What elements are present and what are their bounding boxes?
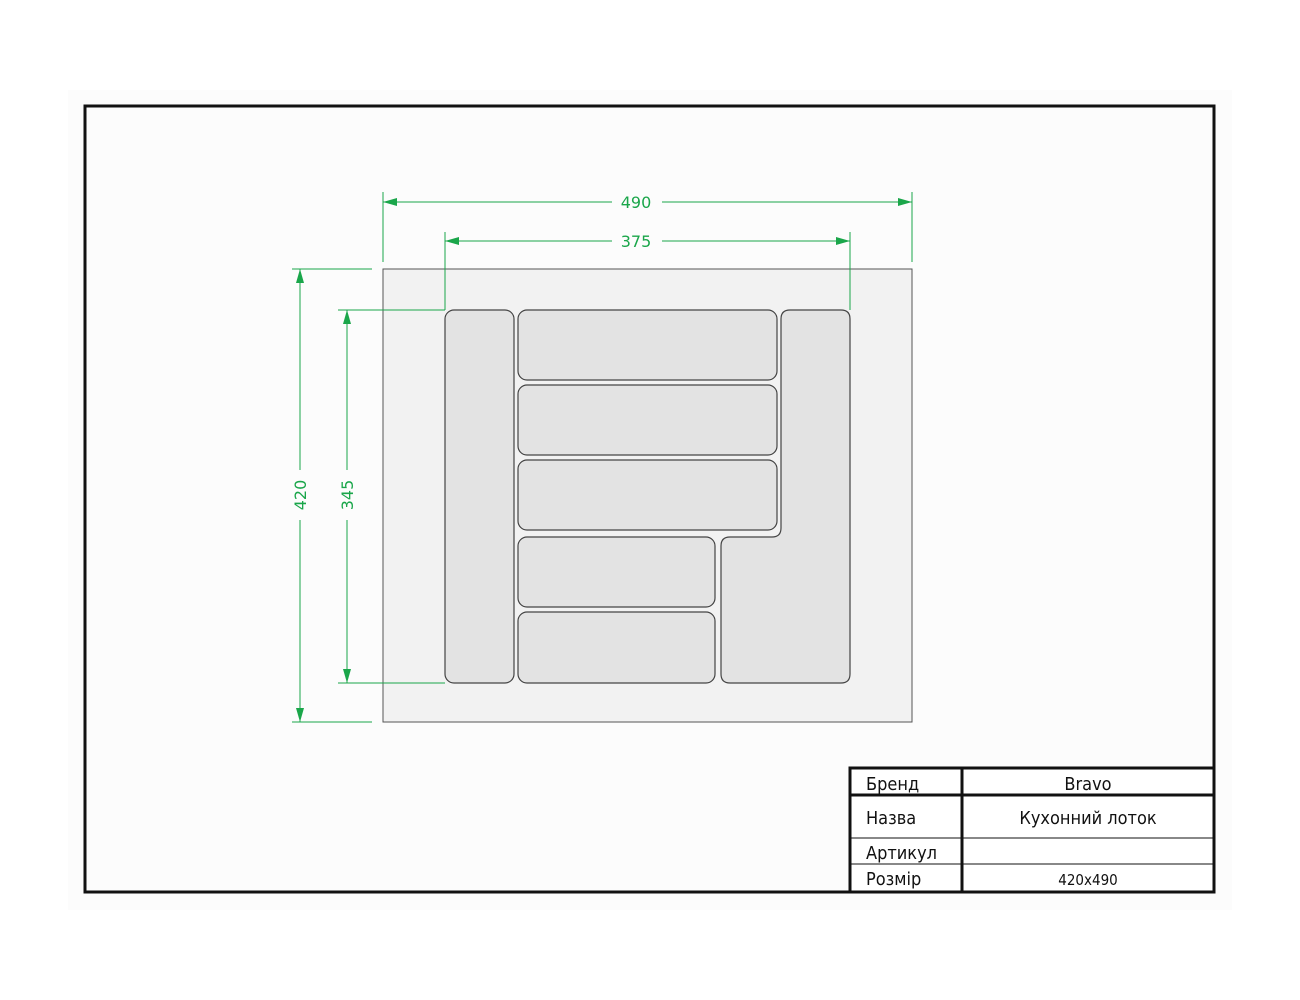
dimension-lines (292, 192, 913, 723)
size-value: 420x490 (1058, 871, 1118, 889)
dimension-375-label: 375 (621, 232, 652, 251)
compartment-row-4 (517, 536, 716, 608)
name-value: Кухонний лоток (1019, 808, 1157, 829)
tray-compartments (444, 309, 851, 684)
dimension-345-label: 345 (338, 480, 357, 511)
brand-label: Бренд (866, 774, 919, 795)
name-label: Назва (866, 808, 916, 829)
compartment-row-3 (517, 459, 778, 531)
size-label: Розмір (866, 869, 921, 890)
title-block-frame (848, 766, 1216, 894)
article-label: Артикул (866, 843, 937, 864)
dimension-490-label: 490 (621, 193, 652, 212)
compartment-row-1 (517, 309, 778, 381)
compartment-left-long (444, 309, 515, 684)
brand-value: Bravo (1064, 774, 1111, 795)
compartment-right-l-shape (720, 309, 851, 684)
drawing-frame (83, 104, 1216, 894)
title-block: Бренд Bravo Назва Кухонний лоток Артикул… (848, 766, 1216, 894)
compartment-row-2 (517, 384, 778, 456)
compartment-row-5 (517, 611, 716, 684)
dimension-420-label: 420 (291, 480, 310, 511)
dimension-arrows (296, 198, 912, 722)
